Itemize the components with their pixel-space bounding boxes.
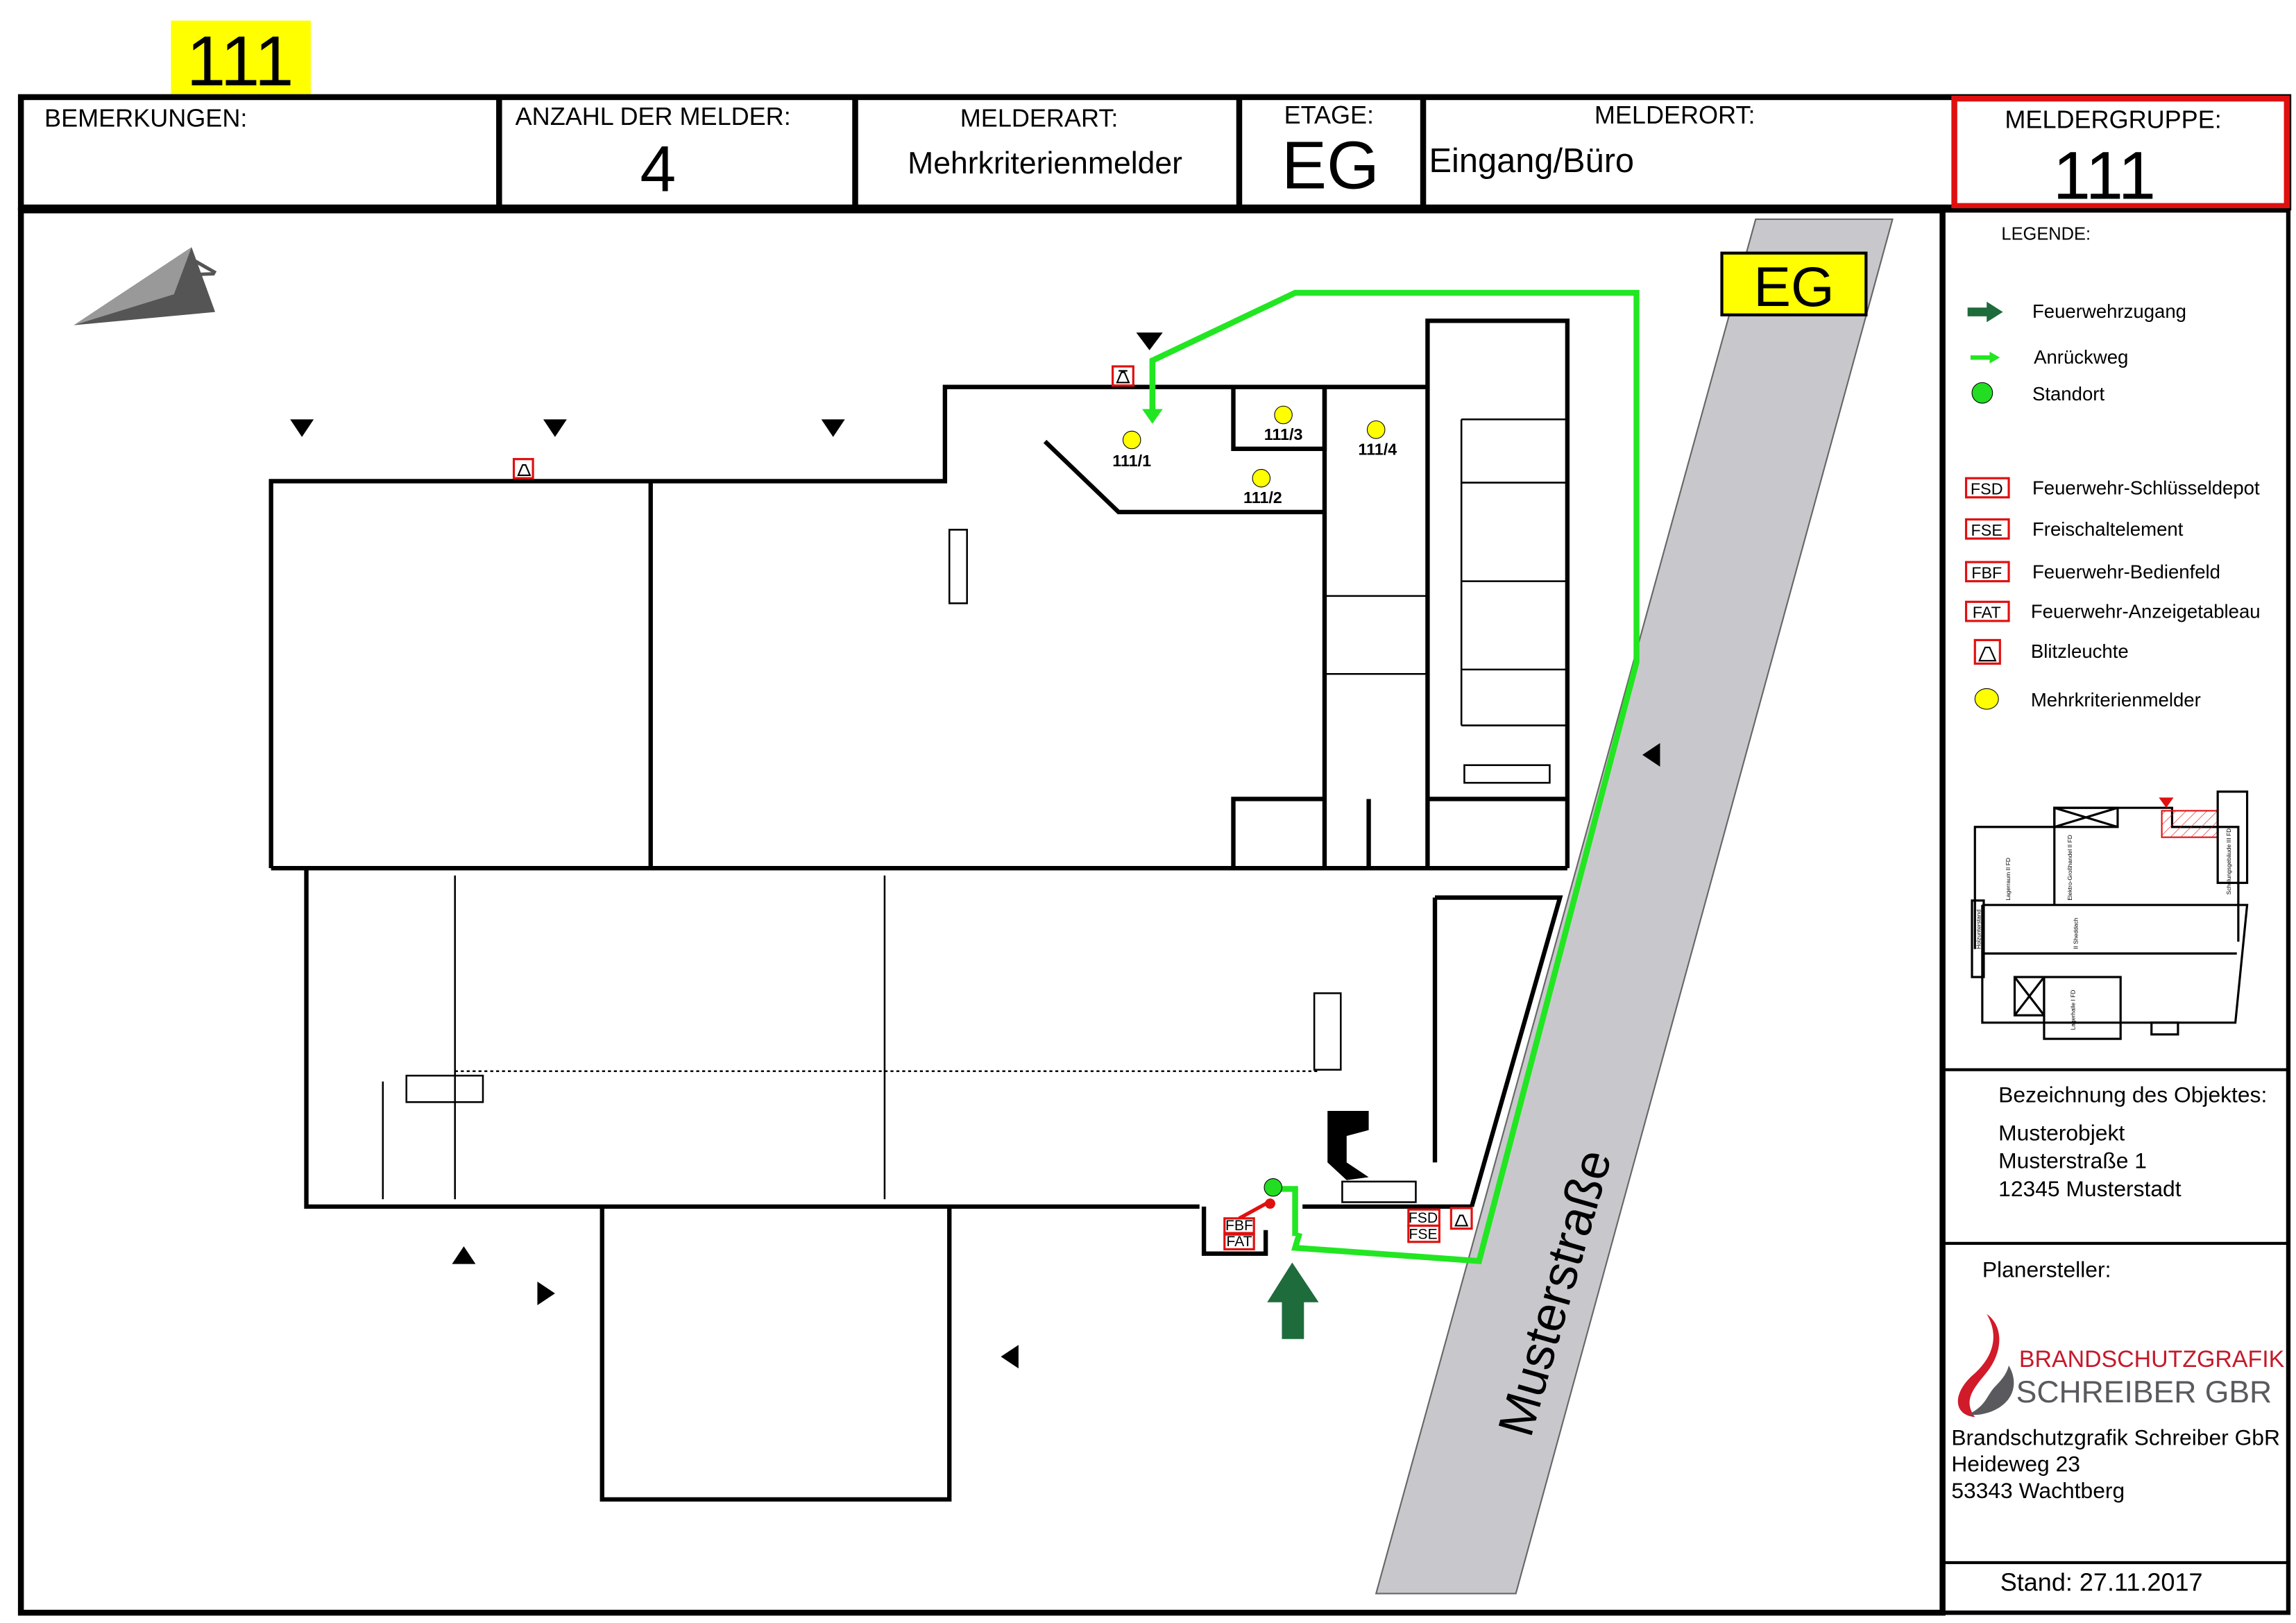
planner-line: 53343 Wachtberg [1951,1478,2125,1503]
fire-brigade-access-arrow-icon [1267,1262,1319,1339]
planner-line: Heideweg 23 [1951,1452,2080,1477]
planner-line: Brandschutzgrafik Schreiber GbR [1951,1425,2280,1450]
svg-text:111/4: 111/4 [1358,440,1397,458]
floor-value: EG [1282,127,1379,203]
flash-light-icon [1449,1207,1473,1230]
legend-title: LEGENDE: [2001,225,2091,244]
svg-text:FAT: FAT [1973,604,2001,622]
view-markers [290,332,1660,1369]
detector-111-1[interactable]: 111/1 [1112,430,1151,470]
svg-text:FSD: FSD [1409,1210,1438,1226]
svg-text:111/1: 111/1 [1112,452,1151,470]
detector-111-2[interactable]: 111/2 [1243,468,1282,507]
side-panel-frame [1940,208,2291,1615]
svg-text:Feuerwehr-Schlüsseldepot: Feuerwehr-Schlüsseldepot [2032,477,2260,499]
fse-tag: FSE [1407,1224,1440,1243]
svg-text:FBF: FBF [1225,1218,1253,1234]
header-row: BEMERKUNGEN: ANZAHL DER MELDER: 4 MELDER… [17,94,2292,213]
route-arrowhead-icon [1142,409,1163,424]
street [1375,218,1894,1595]
flash-light-icon [1112,365,1134,387]
object-label: Bezeichnung des Objektes: [1998,1082,2267,1107]
fire-brigade-access-icon [1967,301,2003,323]
svg-text:Holzunterstand: Holzunterstand [1975,910,1982,949]
legend: LEGENDE: Feuerwehrzugang Anrückweg Stand… [1964,225,2261,711]
svg-text:Mehrkriterienmelder: Mehrkriterienmelder [2031,689,2201,711]
approach-route [1149,289,1640,1264]
svg-text:111/2: 111/2 [1243,488,1282,507]
plan-number: 111 [187,22,294,101]
svg-text:Blitzleuchte: Blitzleuchte [2031,640,2129,662]
svg-text:BRANDSCHUTZGRAFIK: BRANDSCHUTZGRAFIK [2019,1346,2285,1373]
detector-icon [1974,688,1999,710]
floor-label: ETAGE: [1284,101,1374,129]
svg-text:Freischaltelement: Freischaltelement [2032,518,2184,540]
group-label: MELDERGRUPPE: [2005,105,2221,133]
location-icon [1971,382,1993,404]
location-marker [1264,1178,1283,1197]
detector-111-4[interactable]: 111/4 [1358,420,1397,458]
floor-plan [269,318,1570,1502]
count-label: ANZAHL DER MELDER: [516,102,791,130]
fat-tag: FAT [1223,1233,1255,1250]
approach-route-icon [1970,351,2000,364]
flash-light-icon [1973,638,2001,665]
north-arrow-icon: N [74,247,226,325]
object-line: Musterobjekt [1998,1120,2125,1145]
company-logo: BRANDSCHUTZGRAFIK SCHREIBER GBR [1957,1314,2285,1418]
flash-light-icon [512,458,534,479]
type-label: MELDERART: [960,103,1119,132]
group-value: 111 [2053,137,2156,213]
svg-text:FSD: FSD [1971,480,2003,498]
planner-label: Planersteller: [1982,1257,2111,1282]
object-line: 12345 Musterstadt [1998,1176,2182,1201]
type-value: Mehrkriterienmelder [908,146,1182,180]
location-label: MELDERORT: [1595,101,1755,129]
svg-text:Anrückweg: Anrückweg [2034,346,2128,368]
svg-text:Feuerwehr-Bedienfeld: Feuerwehr-Bedienfeld [2032,561,2220,582]
group-cell [1951,95,2290,210]
svg-text:FBF: FBF [1971,563,2002,581]
svg-text:111/3: 111/3 [1264,425,1303,443]
svg-text:Lagerraum II FD: Lagerraum II FD [2005,858,2012,901]
svg-text:Feuerwehr-Anzeigetableau: Feuerwehr-Anzeigetableau [2031,601,2261,622]
svg-text:Lagerhalle I FD: Lagerhalle I FD [2069,989,2076,1030]
svg-text:FSE: FSE [1971,521,2002,539]
svg-text:Feuerwehrzugang: Feuerwehrzugang [2032,300,2186,322]
location-value: Eingang/Büro [1429,142,1635,180]
floor-badge [1720,251,1868,316]
date-stamp: Stand: 27.11.2017 [2000,1567,2203,1596]
floor-badge-text: EG [1753,256,1834,318]
fbf-tag: FBF [1223,1217,1255,1234]
svg-text:Elektro-Großhandel II FD: Elektro-Großhandel II FD [2066,835,2073,901]
plan-number-badge [171,20,311,94]
object-line: Musterstraße 1 [1998,1148,2147,1173]
remarks-label: BEMERKUNGEN: [44,103,247,132]
overview-map: Lagerraum II FD Elektro-Großhandel II FD… [1971,790,2249,1040]
detector-111-3[interactable]: 111/3 [1264,405,1303,443]
svg-text:SCHREIBER GBR: SCHREIBER GBR [2016,1375,2272,1409]
count-value: 4 [640,133,676,205]
svg-text:II Sheddach: II Sheddach [2073,917,2080,949]
svg-text:Schulungsgebäude III FD: Schulungsgebäude III FD [2225,829,2232,895]
fsd-tag: FSD [1407,1208,1440,1227]
svg-text:FAT: FAT [1226,1234,1252,1250]
svg-text:FSE: FSE [1409,1227,1437,1243]
svg-text:Standort: Standort [2032,383,2104,405]
